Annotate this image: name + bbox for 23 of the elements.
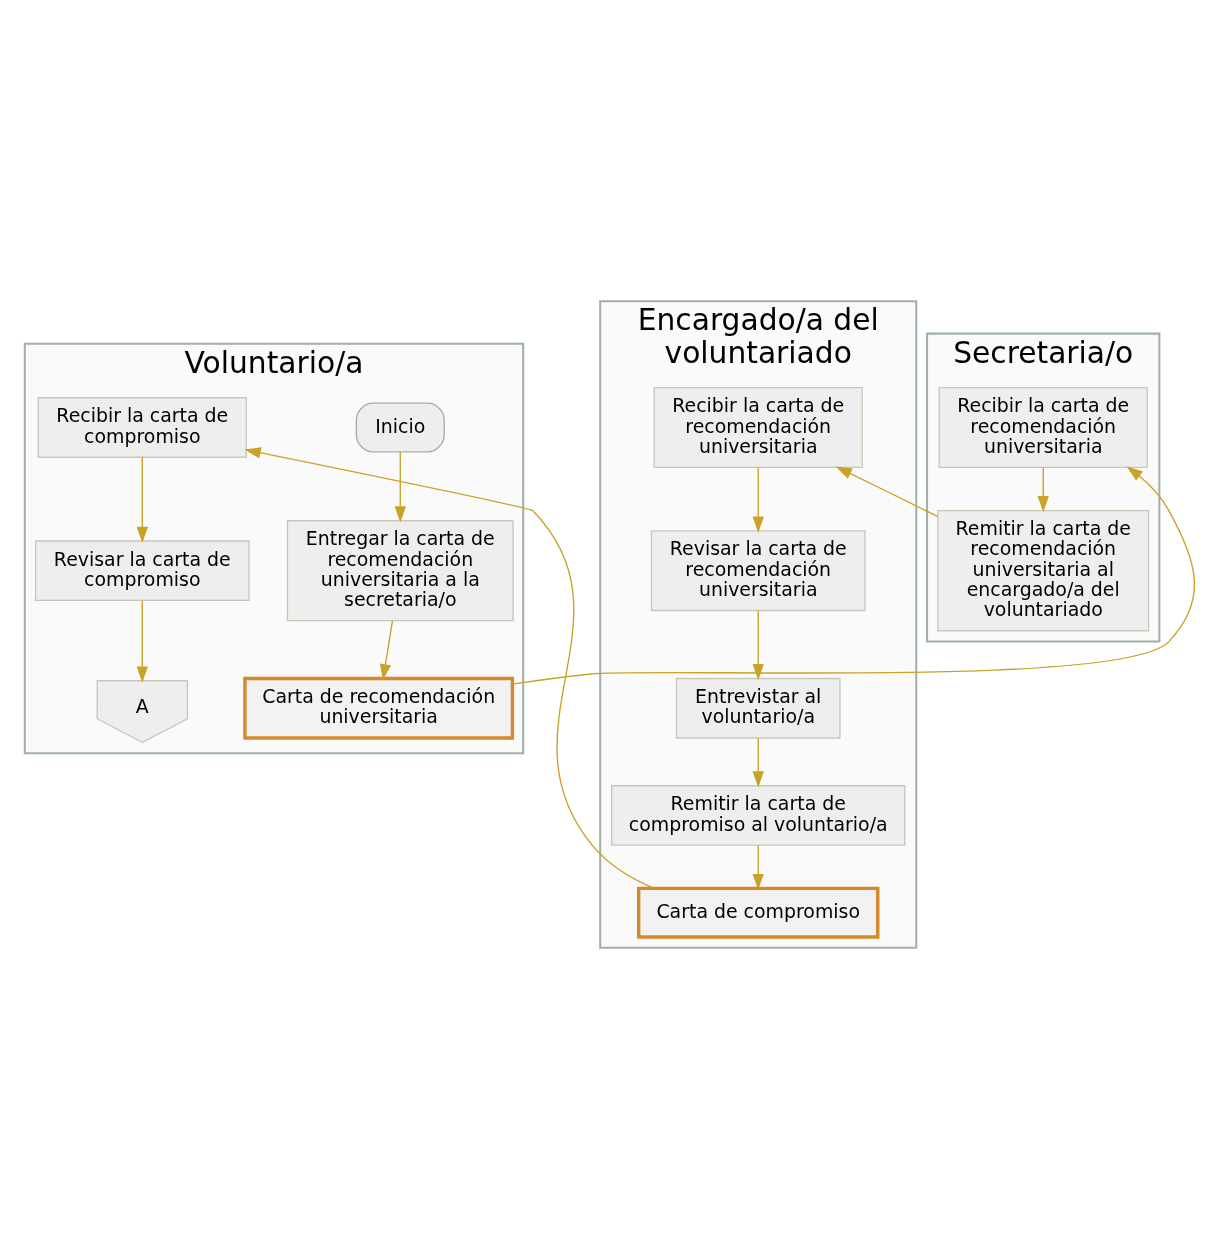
arrow xyxy=(752,466,764,533)
node-box: Entregar la carta de recomendación universitaria a la secretaria/o xyxy=(286,520,514,622)
arrow xyxy=(752,737,764,788)
node-box: Remitir la carta de compromiso al voluntario/a xyxy=(611,785,906,846)
arrow xyxy=(835,466,939,518)
node-box: Remitir la carta de recomendación universitaria al encargado/a del voluntariado xyxy=(937,509,1150,632)
node-box: Inicio xyxy=(355,402,445,453)
arrow xyxy=(511,466,1195,685)
node-box: Carta de compromiso xyxy=(637,886,880,939)
arrow xyxy=(394,451,406,523)
arrow xyxy=(752,610,764,681)
arrow xyxy=(752,844,764,891)
node-box: Carta de recomendación universitaria xyxy=(243,676,515,740)
node-box: Revisar la carta de compromiso xyxy=(34,540,250,602)
node-box: Recibir la carta de recomendación universitaria xyxy=(653,387,863,469)
arrow xyxy=(136,599,148,683)
arrow xyxy=(136,456,148,543)
arrow xyxy=(1037,466,1049,513)
arrow xyxy=(379,620,394,681)
node-box: Recibir la carta de compromiso xyxy=(37,397,247,458)
node-box: Recibir la carta de recomendación universitaria xyxy=(938,387,1148,469)
node-box: Revisar la carta de recomendación universitaria xyxy=(650,530,866,612)
node-box: Entrevistar al voluntario/a xyxy=(675,677,841,739)
